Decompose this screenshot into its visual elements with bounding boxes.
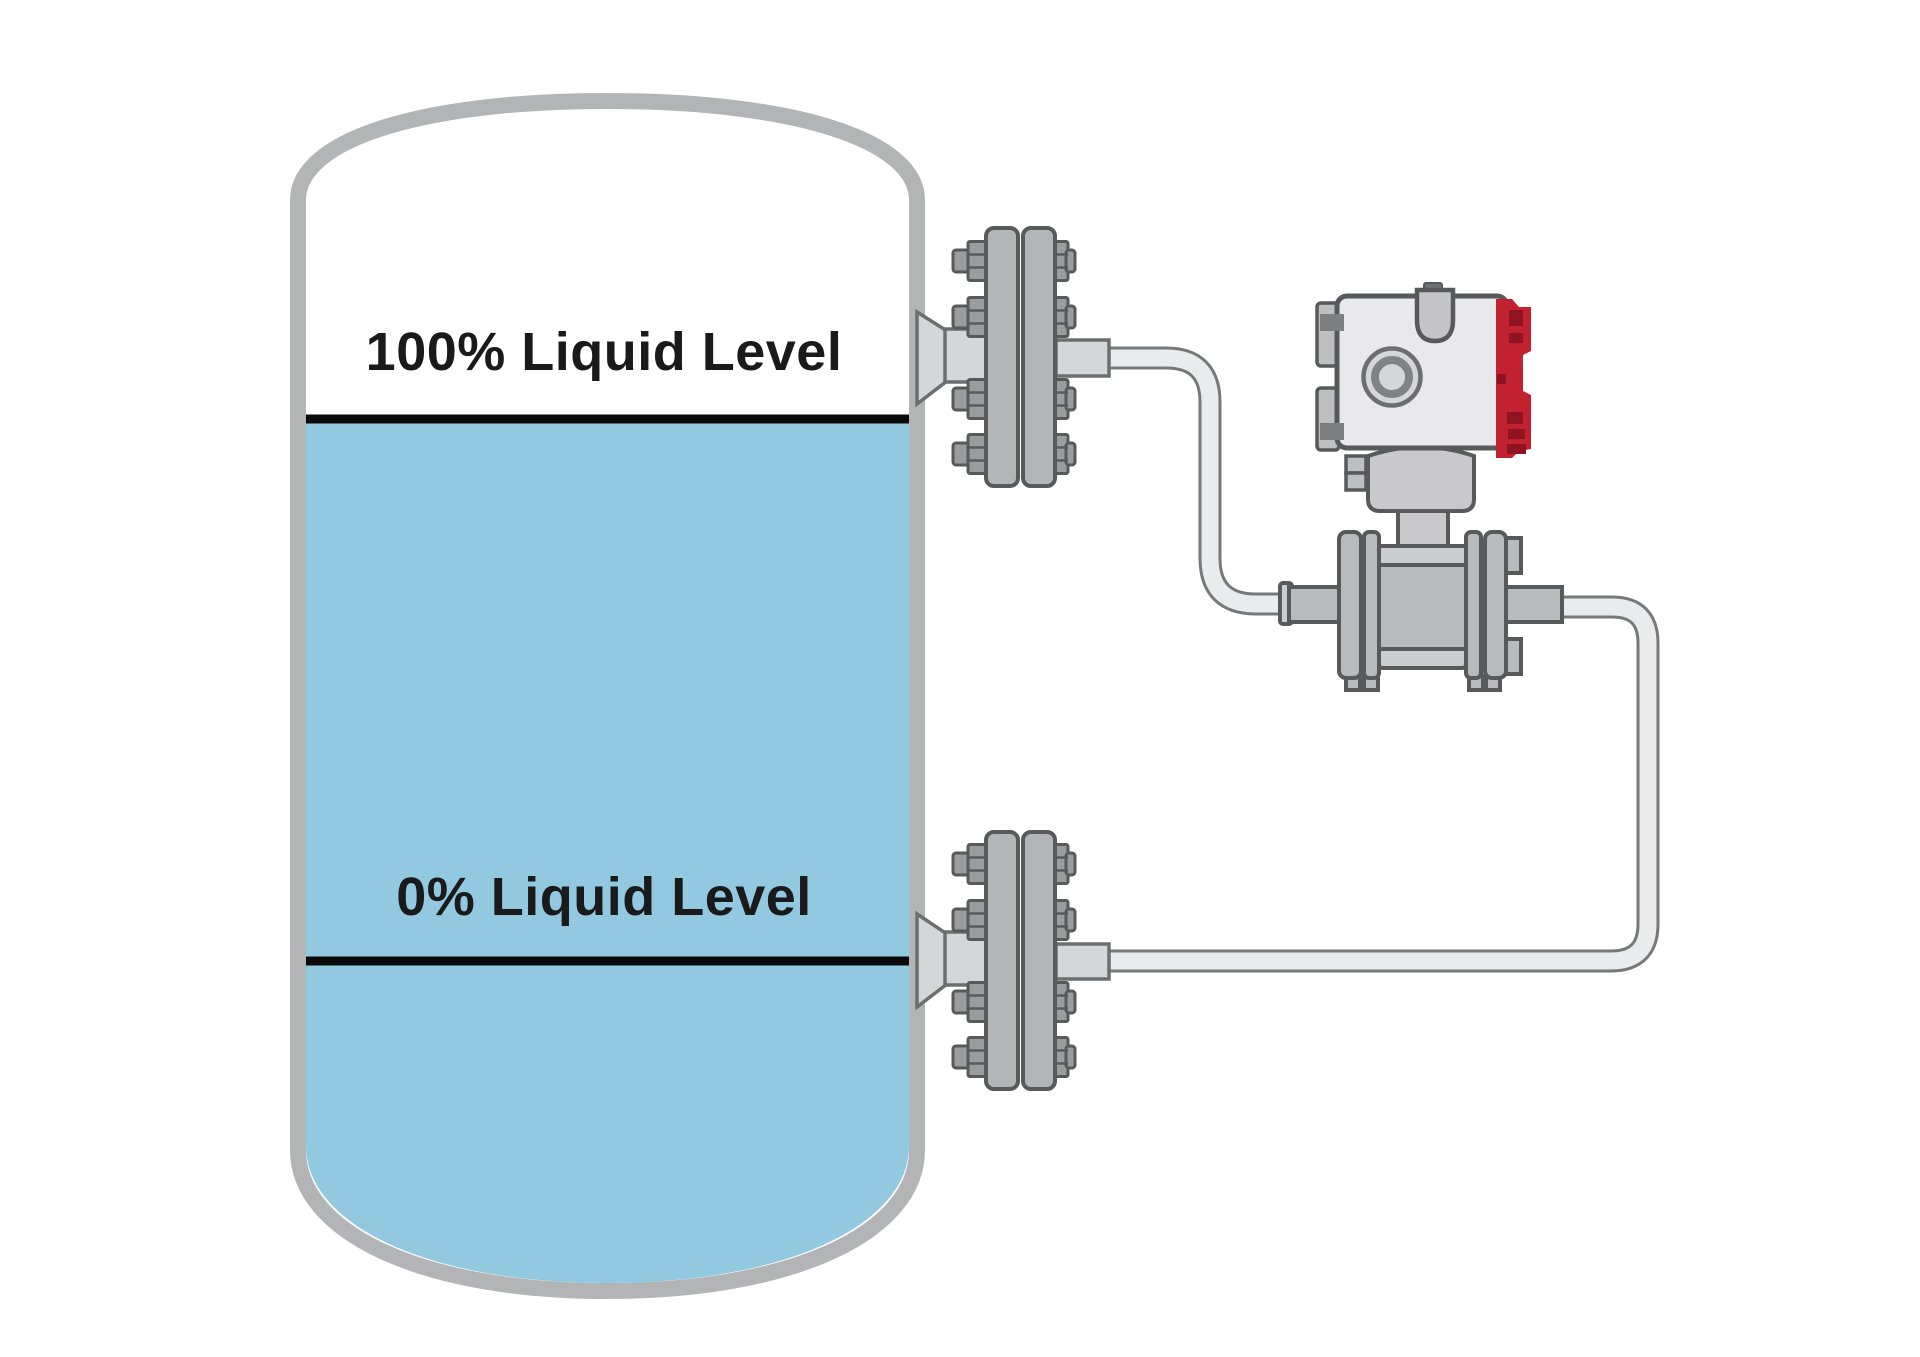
flange-bolt [1053, 899, 1077, 941]
flange-bolt [951, 378, 990, 420]
flange-bolt [1053, 1036, 1077, 1078]
manifold-left-flange-plate [1362, 530, 1381, 680]
lower-capillary-tube [1108, 595, 1660, 973]
manifold-right-flange-plate [1464, 530, 1483, 680]
pressure-transmitter [1315, 282, 1531, 513]
manifold-body [1376, 563, 1469, 651]
flange-bolt [951, 240, 990, 282]
neck-side-block [1344, 454, 1368, 475]
lower-flange-plate-inner [984, 830, 1020, 1091]
connector-tab [1320, 423, 1344, 440]
label-100-percent: 100% Liquid Level [366, 322, 843, 382]
flange-bolt [951, 1036, 990, 1078]
upper-flange-plate-inner [984, 226, 1020, 488]
vent-plug [1414, 287, 1456, 344]
flange-bolt [1053, 981, 1077, 1023]
lower-outlet-stub [1054, 942, 1111, 981]
flange-bolt [1053, 378, 1077, 420]
connector-tab [1320, 314, 1344, 331]
manifold-valve [1278, 506, 1564, 692]
manifold-left-stub [1287, 585, 1344, 624]
upper-flange-plate-outer [1021, 226, 1057, 488]
upper-outlet-stub [1054, 338, 1111, 378]
flange-bolt [1053, 240, 1077, 282]
manifold-right-stub [1503, 585, 1564, 624]
flange-bolt [951, 433, 990, 475]
manifold-right-flange-plate [1483, 530, 1508, 680]
sight-glass-inner [1371, 356, 1413, 398]
upper-capillary-tube [1107, 346, 1284, 616]
flange-bolt [1053, 296, 1077, 338]
terminal-cover-detail [1497, 310, 1526, 454]
lower-flange-plate-outer [1021, 830, 1057, 1091]
upper-seal-flange [915, 226, 1111, 488]
lower-nozzle-cone [915, 910, 949, 1011]
transmitter-neck [1366, 445, 1476, 513]
flange-bolt [951, 981, 990, 1023]
flange-bolt [1053, 433, 1077, 475]
liquid-fill [306, 415, 909, 1283]
flange-bolt [1053, 843, 1077, 885]
label-0-percent: 0% Liquid Level [396, 867, 812, 927]
upper-nozzle-cone [915, 308, 949, 408]
manifold-left-flange-plate [1337, 530, 1363, 680]
neck-side-block [1344, 471, 1368, 492]
lower-seal-flange [915, 830, 1111, 1091]
flange-bolt [951, 843, 990, 885]
